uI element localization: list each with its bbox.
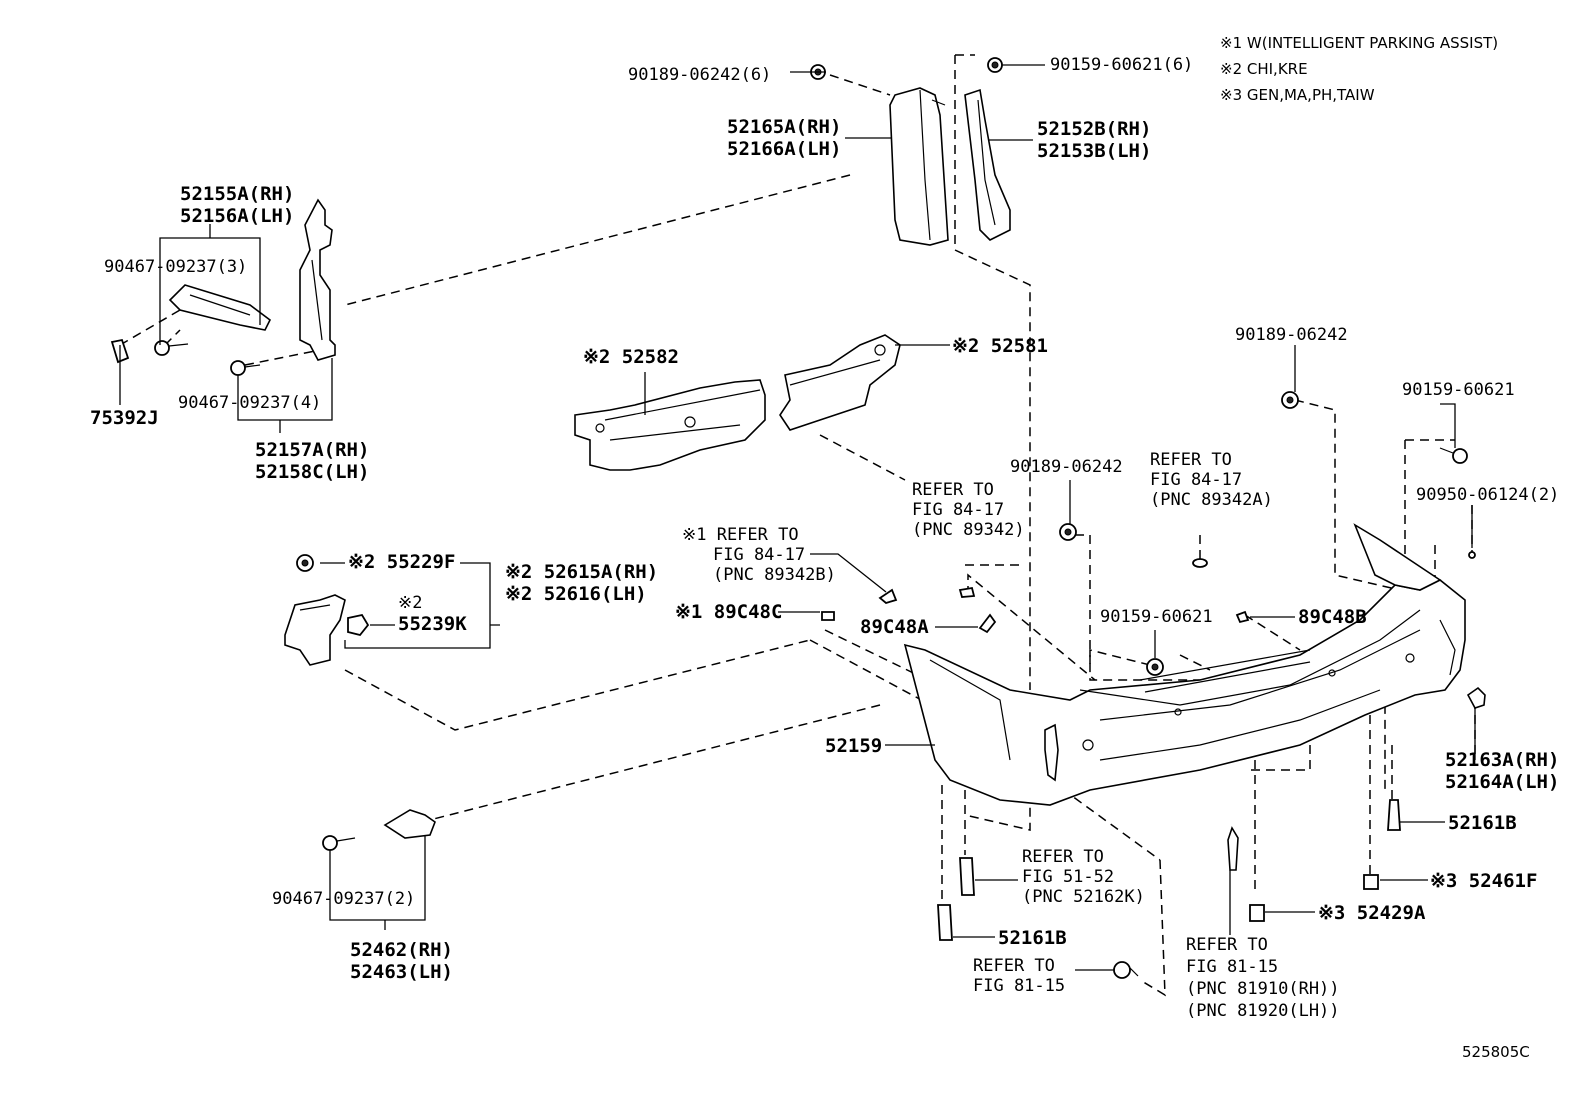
label-52157a: 52157A(RH) xyxy=(255,439,369,461)
sensor-89342 xyxy=(958,586,976,598)
clip-89c48a xyxy=(978,613,997,634)
clip-90950 xyxy=(1468,551,1476,559)
bracket-52462 xyxy=(383,809,436,839)
label-90189-06242-a: 90189-06242 xyxy=(1235,325,1348,345)
label-52463: 52463(LH) xyxy=(350,961,453,983)
bracket-52155a xyxy=(299,198,336,361)
label-52161b-left: 52161B xyxy=(998,927,1067,949)
label-ref5152-3: (PNC 52162K) xyxy=(1022,887,1145,907)
label-52164a: 52164A(LH) xyxy=(1445,771,1559,793)
legend-notes: ※1 W(INTELLIGENT PARKING ASSIST) ※2 CHI,… xyxy=(1220,34,1498,104)
bolt-90159-60621-right xyxy=(1452,448,1468,464)
label-ref5152-2: FIG 51-52 xyxy=(1022,867,1114,887)
label-ref8417a-3: (PNC 89342A) xyxy=(1150,490,1273,510)
panel-52581 xyxy=(779,334,901,431)
label-52155a: 52155A(RH) xyxy=(180,183,294,205)
label-90189-06242-b: 90189-06242 xyxy=(1010,457,1123,477)
part-labels: 90189-06242(6) 90159-60621(6) 52165A(RH)… xyxy=(90,55,1559,1021)
label-52582: ※2 52582 xyxy=(583,346,679,368)
clip-52161b-right xyxy=(1387,799,1401,831)
cover-52429a xyxy=(1249,904,1265,922)
figure-code: 525805C xyxy=(1462,1043,1530,1061)
label-89c48a: 89C48A xyxy=(860,616,929,638)
label-ref8417b-1: ※1 REFER TO xyxy=(682,525,799,545)
label-55239k-a: ※2 xyxy=(398,593,422,613)
label-ref8417a-2: FIG 84-17 xyxy=(1150,470,1242,490)
clip-89c48c xyxy=(821,611,835,621)
label-ref8115a-1: REFER TO xyxy=(973,956,1055,976)
rod-81-15 xyxy=(1227,826,1239,871)
panel-52582 xyxy=(574,379,766,471)
label-52153b: 52153B(LH) xyxy=(1037,140,1151,162)
label-ref8115b-2: FIG 81-15 xyxy=(1186,957,1278,977)
label-ref8417a-1: REFER TO xyxy=(1150,450,1232,470)
label-90189-06242-6: 90189-06242(6) xyxy=(628,65,771,85)
label-90159-60621-b: 90159-60621 xyxy=(1100,607,1213,627)
pillar-strip-52152b xyxy=(964,88,1011,241)
note-3: ※3 GEN,MA,PH,TAIW xyxy=(1220,86,1375,104)
label-90467-4: 90467-09237(4) xyxy=(178,393,321,413)
clip-89c48b xyxy=(1235,610,1250,624)
label-52152b: 52152B(RH) xyxy=(1037,118,1151,140)
label-90159-60621-6: 90159-60621(6) xyxy=(1050,55,1193,75)
note-2: ※2 CHI,KRE xyxy=(1220,60,1308,78)
label-52161b-right: 52161B xyxy=(1448,812,1517,834)
label-ref8115b-3: (PNC 81910(RH)) xyxy=(1186,979,1340,999)
label-52156a: 52156A(LH) xyxy=(180,205,294,227)
label-55239k-b: 55239K xyxy=(398,613,467,635)
label-52165a: 52165A(RH) xyxy=(727,116,841,138)
cover-52461f xyxy=(1363,874,1379,890)
rear-bumper-52159 xyxy=(903,523,1466,806)
sensor-89342b xyxy=(878,588,898,605)
label-90159-60621-a: 90159-60621 xyxy=(1402,380,1515,400)
label-ref8115b-4: (PNC 81920(LH)) xyxy=(1186,1001,1340,1021)
label-ref8115a-2: FIG 81-15 xyxy=(973,976,1065,996)
clip-52162k xyxy=(959,857,975,896)
pillar-cover-52165a xyxy=(889,87,949,246)
end-piece-52163a xyxy=(1466,686,1486,709)
label-90467-2: 90467-09237(2) xyxy=(272,889,415,909)
sensor-89342a xyxy=(1192,558,1208,568)
screw-90467-4 xyxy=(230,360,246,376)
label-52581: ※2 52581 xyxy=(952,335,1048,357)
note-1: ※1 W(INTELLIGENT PARKING ASSIST) xyxy=(1220,34,1498,52)
screw-90467-3 xyxy=(154,340,170,356)
label-89c48c: ※1 89C48C xyxy=(675,601,782,623)
label-52615a: ※2 52615A(RH) xyxy=(505,561,658,583)
screw-90467-2 xyxy=(322,835,338,851)
label-55229f: ※2 55229F xyxy=(348,551,455,573)
label-ref8417-3: (PNC 89342) xyxy=(912,520,1025,540)
label-52462: 52462(RH) xyxy=(350,939,453,961)
label-52166a: 52166A(LH) xyxy=(727,138,841,160)
plate-52157a xyxy=(168,284,272,331)
label-ref8417b-2: FIG 84-17 xyxy=(713,545,805,565)
label-ref8417b-3: (PNC 89342B) xyxy=(713,565,836,585)
label-75392j: 75392J xyxy=(90,407,159,429)
label-90467-3: 90467-09237(3) xyxy=(104,257,247,277)
label-52429a: ※3 52429A xyxy=(1318,902,1426,924)
label-ref8115b-1: REFER TO xyxy=(1186,935,1268,955)
label-ref5152-1: REFER TO xyxy=(1022,847,1104,867)
bolt-81-15 xyxy=(1113,961,1131,979)
label-52616: ※2 52616(LH) xyxy=(505,583,647,605)
leader-lines xyxy=(119,64,1476,971)
label-52158c: 52158C(LH) xyxy=(255,461,369,483)
label-52159: 52159 xyxy=(825,735,882,757)
label-ref8417-2: FIG 84-17 xyxy=(912,500,1004,520)
bracket-52615a xyxy=(284,594,346,666)
grommet-55239k xyxy=(347,613,370,637)
label-52163a: 52163A(RH) xyxy=(1445,749,1559,771)
label-89c48b: 89C48B xyxy=(1298,606,1367,628)
clip-52161b-left xyxy=(937,904,953,941)
label-52461f: ※3 52461F xyxy=(1430,870,1537,892)
label-ref8417-1: REFER TO xyxy=(912,480,994,500)
fasteners xyxy=(110,57,1476,979)
label-90950: 90950-06124(2) xyxy=(1416,485,1559,505)
